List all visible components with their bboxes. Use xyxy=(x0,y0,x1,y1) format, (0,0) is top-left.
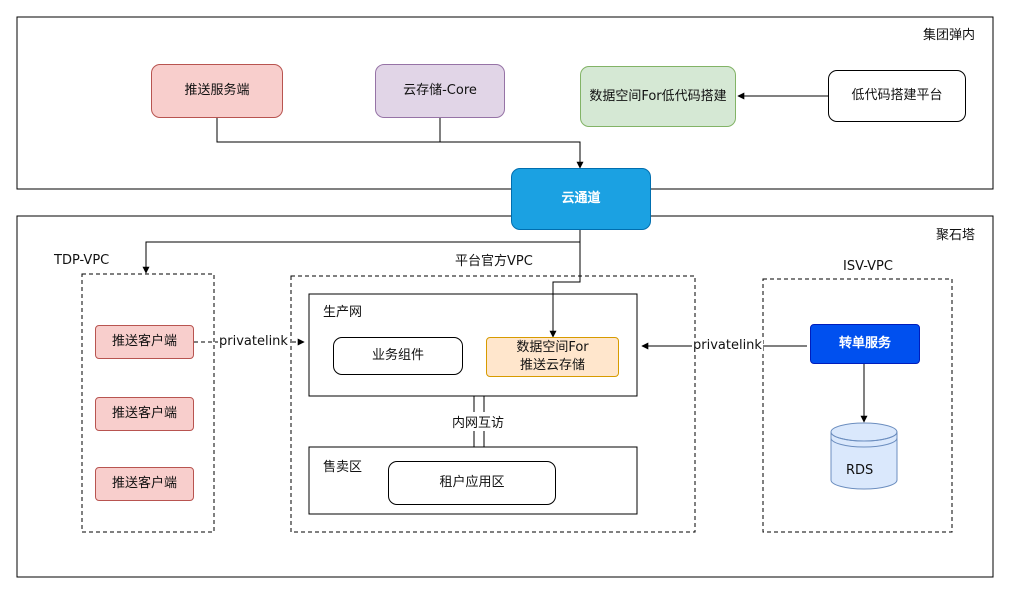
node-transfer-service[interactable]: 转单服务 xyxy=(810,324,920,364)
node-data-space-push-line1: 数据空间For xyxy=(516,340,589,355)
edge-label-privatelink-left: privatelink xyxy=(218,334,289,349)
edge-push-server-to-channel xyxy=(216,118,584,169)
node-data-space-lowcode[interactable]: 数据空间For低代码搭建 xyxy=(580,66,736,127)
node-data-space-push-line2: 推送云存储 xyxy=(519,358,585,373)
net-label-sales: 售卖区 xyxy=(323,460,363,475)
node-cloud-storage-core[interactable]: 云存储-Core xyxy=(375,64,505,118)
vpc-label-isv: ISV-VPC xyxy=(843,259,893,274)
rds-cylinder xyxy=(830,422,898,490)
node-push-client-2[interactable]: 推送客户端 xyxy=(95,397,194,431)
zone-label-jushita: 聚石塔 xyxy=(936,228,976,243)
net-label-production: 生产网 xyxy=(323,305,363,320)
node-data-space-push[interactable]: 数据空间For 推送云存储 xyxy=(486,337,619,377)
vpc-label-platform: 平台官方VPC xyxy=(455,254,533,269)
node-push-client-1[interactable]: 推送客户端 xyxy=(95,325,194,359)
vpc-label-tdp: TDP-VPC xyxy=(54,253,110,268)
node-cloud-channel[interactable]: 云通道 xyxy=(511,168,651,230)
zone-label-group-inner: 集团弹内 xyxy=(923,28,976,43)
vpc-platform xyxy=(290,275,696,533)
net-sales xyxy=(308,446,638,515)
edge-label-intranet: 内网互访 xyxy=(450,412,507,431)
node-lowcode-platform[interactable]: 低代码搭建平台 xyxy=(828,70,966,122)
net-production xyxy=(308,293,638,397)
edge-label-privatelink-right: privatelink xyxy=(692,338,763,353)
node-push-server[interactable]: 推送服务端 xyxy=(151,64,283,118)
zone-jushita xyxy=(16,215,994,578)
vpc-isv xyxy=(762,278,953,533)
vpc-tdp xyxy=(81,273,215,533)
edge-channel-to-tdp xyxy=(142,230,581,274)
zone-group-inner xyxy=(16,16,994,190)
node-push-client-3[interactable]: 推送客户端 xyxy=(95,467,194,501)
node-tenant-app-zone[interactable]: 租户应用区 xyxy=(388,461,556,505)
edge-channel-to-dataspace-push xyxy=(549,242,581,338)
node-business-component[interactable]: 业务组件 xyxy=(333,337,463,375)
node-rds-label: RDS xyxy=(846,463,874,478)
